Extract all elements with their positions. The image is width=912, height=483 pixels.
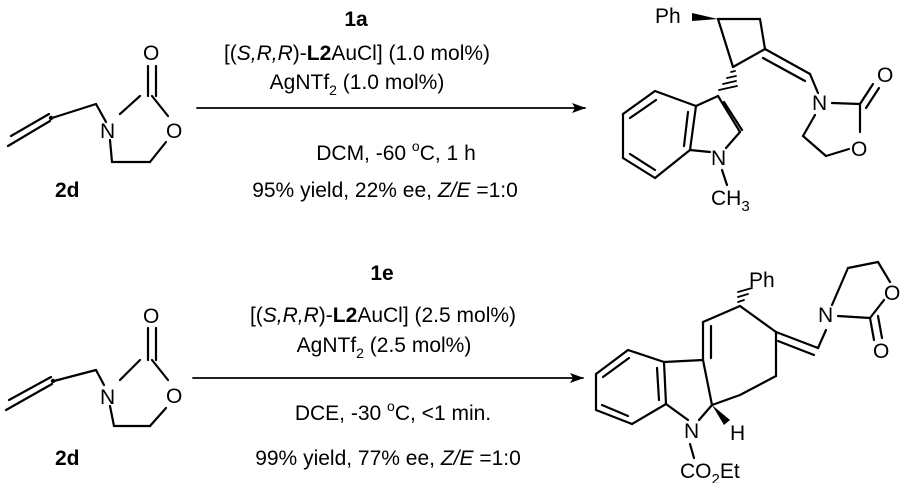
result-text: 99% yield, 77% ee, Z/E =1:0	[255, 447, 521, 470]
reaction-2-conditions: 1e [(S,R,R)-L2AuCl] (2.5 mol%) AgNTf2 (2…	[192, 262, 584, 470]
catalyst-text: [(S,R,R)-L2AuCl] (2.5 mol%)	[250, 304, 516, 327]
product-carbonyl-oxygen: O	[877, 64, 893, 87]
conditions-text: DCM, -60 oC, 1 h	[316, 138, 476, 165]
nitrogen-atom: N	[100, 120, 115, 143]
phenyl-label: Ph	[749, 269, 775, 292]
ring-oxygen-atom: O	[166, 120, 182, 143]
reaction-1: N O O 2d 1a [(S,R,R)-L2AuCl] (1.0 mol%) …	[6, 5, 893, 215]
product-tetrahydrocarbazole: N H Ph N	[594, 260, 900, 483]
ring-oxygen-atom: O	[166, 385, 182, 408]
conditions-text: DCE, -30 oC, <1 min.	[295, 398, 491, 425]
catalyst-text: [(S,R,R)-L2AuCl] (1.0 mol%)	[224, 42, 490, 65]
hashed-bond	[718, 70, 738, 91]
product-nitrogen-atom: N	[812, 92, 827, 115]
reagent-label: 1e	[370, 262, 393, 285]
carbonyl-oxygen-atom: O	[143, 305, 159, 328]
additive-text: AgNTf2 (2.5 mol%)	[297, 334, 472, 361]
product-carbonyl-oxygen: O	[873, 340, 889, 363]
reaction-2: N O O 2d 1e [(S,R,R)-L2AuCl] (2.5 mol%) …	[4, 260, 900, 483]
phenyl-label: Ph	[655, 5, 681, 28]
carbazole-nitrogen-atom: N	[684, 420, 699, 443]
carbonyl-oxygen-atom: O	[143, 42, 159, 65]
substrate-label: 2d	[55, 179, 80, 202]
product-ring-oxygen: O	[851, 138, 867, 161]
product-nitrogen-atom: N	[818, 304, 833, 327]
substrate-2d-bottom: N O O 2d	[4, 305, 182, 470]
phenyl-hashed-bond	[737, 287, 753, 303]
carbamate-label: CO2Et	[680, 460, 740, 483]
reagent-label: 1a	[344, 8, 368, 31]
methyl-label: CH3	[711, 187, 750, 215]
result-text: 95% yield, 22% ee, Z/E =1:0	[252, 179, 518, 202]
nitrogen-atom: N	[100, 386, 115, 409]
product-ring-oxygen: O	[884, 282, 900, 305]
substrate-2d-top: N O O 2d	[6, 42, 182, 202]
substrate-label: 2d	[55, 447, 80, 470]
additive-text: AgNTf2 (1.0 mol%)	[270, 71, 445, 98]
reaction-1-conditions: 1a [(S,R,R)-L2AuCl] (1.0 mol%) AgNTf2 (1…	[196, 8, 586, 202]
hydrogen-label: H	[730, 422, 745, 445]
product-cyclobutane: Ph N O O	[621, 5, 893, 215]
indole-nitrogen-atom: N	[711, 147, 726, 170]
